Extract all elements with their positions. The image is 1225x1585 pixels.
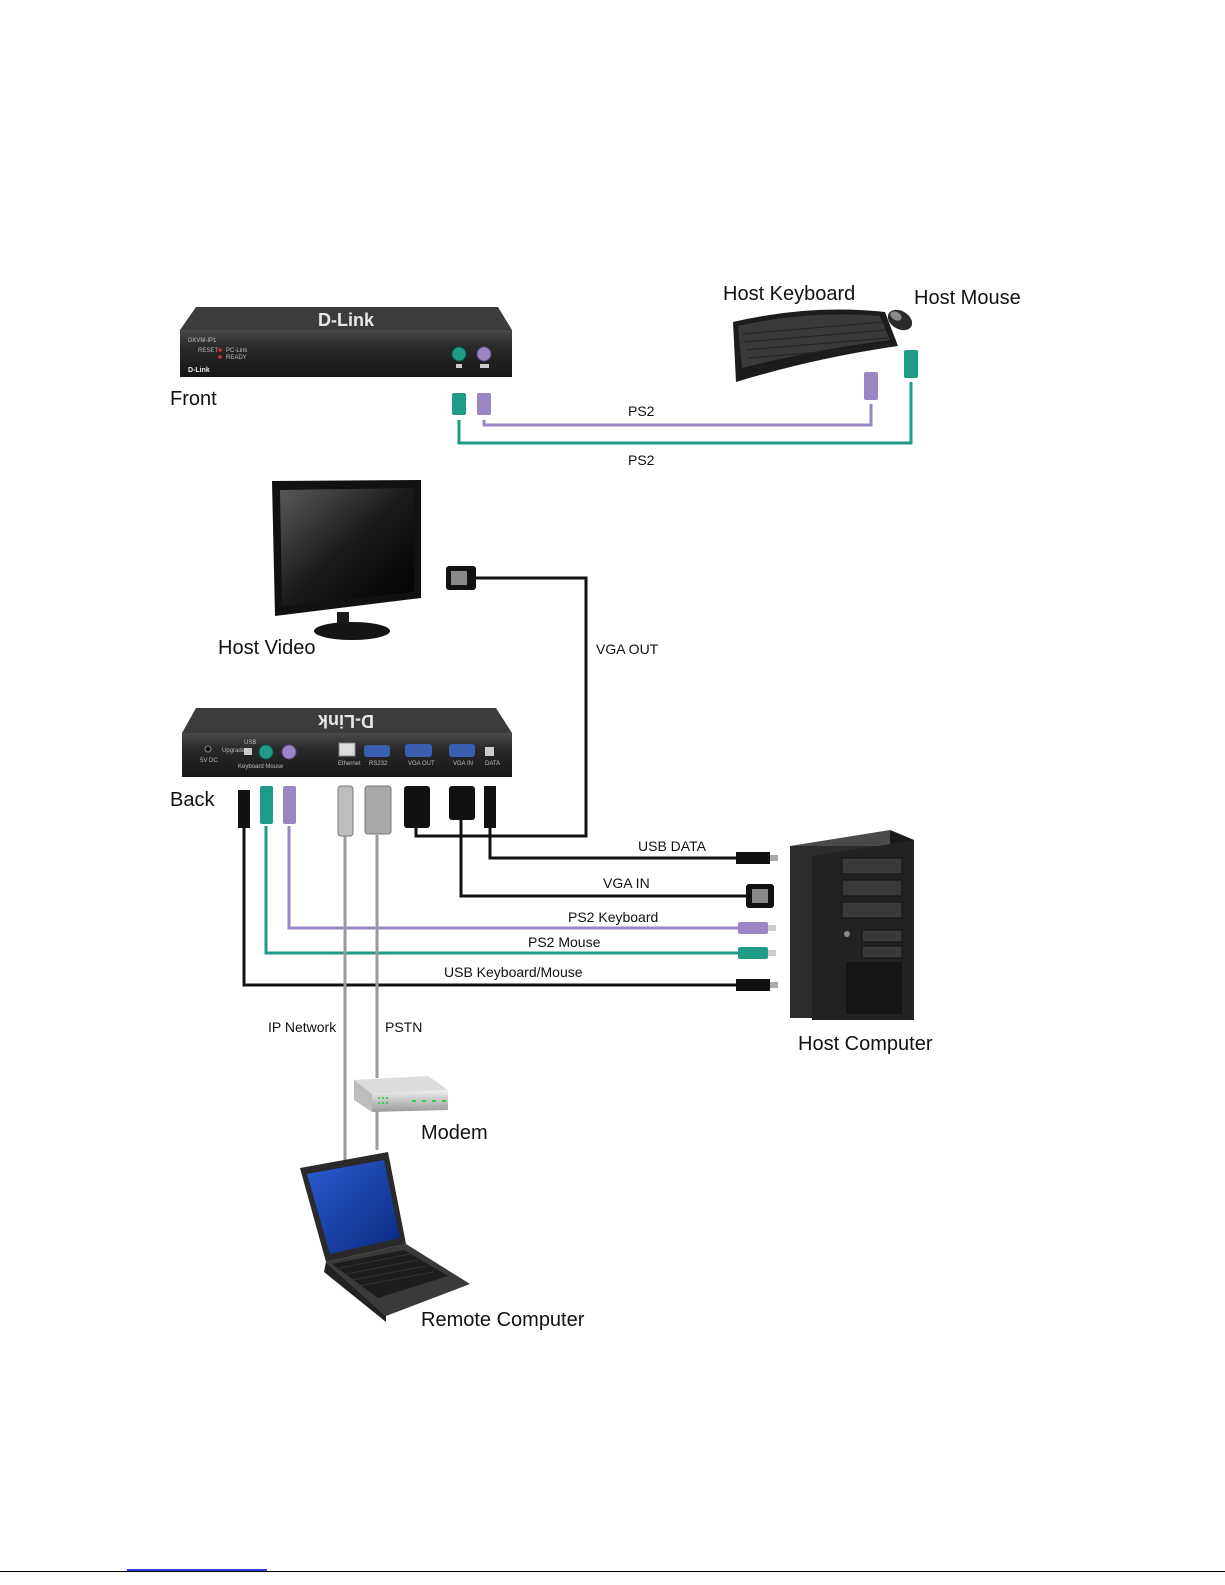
usb-data-device-plug-icon: [484, 786, 496, 828]
vga-in-port-icon: [449, 744, 475, 757]
power-jack-icon: [205, 746, 211, 752]
host-computer-image: [790, 830, 914, 1020]
usb-data-plug-icon: [736, 852, 770, 864]
data-port-label: DATA: [485, 761, 500, 767]
vga-out-plug-icon: [404, 786, 430, 828]
ready-led-icon: [218, 355, 222, 359]
front-brand-logo: D-Link: [188, 367, 210, 374]
back-ps2-keyboard-port-icon: [282, 745, 296, 759]
usb-plug-icon: [238, 790, 250, 828]
ps2-keyboard-plug-icon: [864, 372, 878, 400]
kvm-back-device: D-Link 5V DC Upgrade USB Keyboard Mouse …: [182, 708, 512, 777]
ethernet-port-icon: [339, 743, 355, 756]
footer-link-underline: [127, 1569, 267, 1571]
ip-network-cable-label: IP Network: [268, 1019, 337, 1035]
keyboard-mouse-port-label: Keyboard Mouse: [238, 764, 284, 770]
remote-computer-label: Remote Computer: [421, 1309, 585, 1331]
ps2-mouse-plug-icon: [260, 786, 273, 824]
modem-image: [354, 1076, 448, 1112]
vga-in-port-label: VGA IN: [453, 761, 473, 767]
front-ps2-mouse-port-icon: [452, 347, 466, 361]
usb-keyboard-mouse-plug-icon: [736, 979, 770, 991]
front-label: Front: [170, 388, 217, 410]
ps2-keyboard-plug-icon: [283, 786, 296, 824]
power-port-label: 5V DC: [200, 758, 218, 764]
power-button-icon: [844, 931, 850, 937]
vga-out-port-icon: [405, 744, 432, 757]
rs232-port-label: RS232: [369, 761, 388, 767]
modem-label: Modem: [421, 1122, 488, 1144]
data-usb-port-icon: [485, 747, 494, 756]
keyboard-symbol-icon: [480, 364, 489, 368]
front-model-label: DKVM-IP1: [188, 338, 217, 344]
vga-in-cable-label: VGA IN: [603, 875, 650, 891]
vga-in-device-plug-icon: [449, 786, 475, 820]
pstn-cable-label: PSTN: [385, 1019, 422, 1035]
rs232-port-icon: [364, 745, 390, 757]
remote-computer-laptop-image: [300, 1152, 470, 1322]
serial-plug-icon: [365, 786, 391, 834]
kvm-front-device: D-Link DKVM-IP1 RESET PC-Link READY D-Li…: [180, 307, 512, 377]
host-computer-label: Host Computer: [798, 1033, 933, 1055]
host-mouse-label: Host Mouse: [914, 287, 1021, 309]
back-label: Back: [170, 789, 215, 811]
front-reset-label: RESET: [198, 348, 218, 354]
mouse-symbol-icon: [456, 364, 462, 368]
vga-out-port-label: VGA OUT: [408, 761, 435, 767]
ps2-cable-label-2: PS2: [628, 452, 655, 468]
ps2-keyboard-plug-icon: [477, 393, 491, 415]
upgrade-port-label: Upgrade: [222, 748, 246, 754]
ethernet-port-label: Ethernet: [338, 761, 361, 767]
back-cables: [238, 566, 778, 1160]
ps2-mouse-plug-icon: [452, 393, 466, 415]
front-pc-link-label: PC-Link: [226, 348, 248, 354]
ps2-keyboard-host-plug-icon: [738, 922, 768, 934]
usb-data-cable-label: USB DATA: [638, 838, 707, 854]
host-keyboard-image: [733, 310, 898, 382]
front-top-logo: D-Link: [318, 310, 375, 330]
back-top-logo: D-Link: [317, 711, 374, 731]
back-usb-port-label: USB: [244, 740, 256, 746]
pc-link-led-icon: [218, 348, 222, 352]
ethernet-plug-icon: [338, 786, 353, 836]
host-keyboard-label: Host Keyboard: [723, 283, 855, 305]
host-video-monitor-image: [272, 480, 421, 640]
usb-keyboard-mouse-cable-label: USB Keyboard/Mouse: [444, 964, 583, 980]
ps2-mouse-host-plug-icon: [738, 947, 768, 959]
back-ps2-mouse-port-icon: [259, 745, 273, 759]
ps2-mouse-plug-icon: [904, 350, 918, 378]
ps2-cable-label-1: PS2: [628, 403, 655, 419]
front-ps2-cables: [452, 350, 918, 443]
footer-rule: [0, 1571, 1225, 1572]
front-ps2-keyboard-port-icon: [477, 347, 491, 361]
ps2-mouse-cable-label: PS2 Mouse: [528, 934, 601, 950]
front-ready-label: READY: [226, 355, 247, 361]
back-usb-port-icon: [244, 748, 252, 755]
ps2-keyboard-cable-label: PS2 Keyboard: [568, 909, 658, 925]
vga-out-cable-label: VGA OUT: [596, 641, 659, 657]
host-video-label: Host Video: [218, 637, 315, 659]
